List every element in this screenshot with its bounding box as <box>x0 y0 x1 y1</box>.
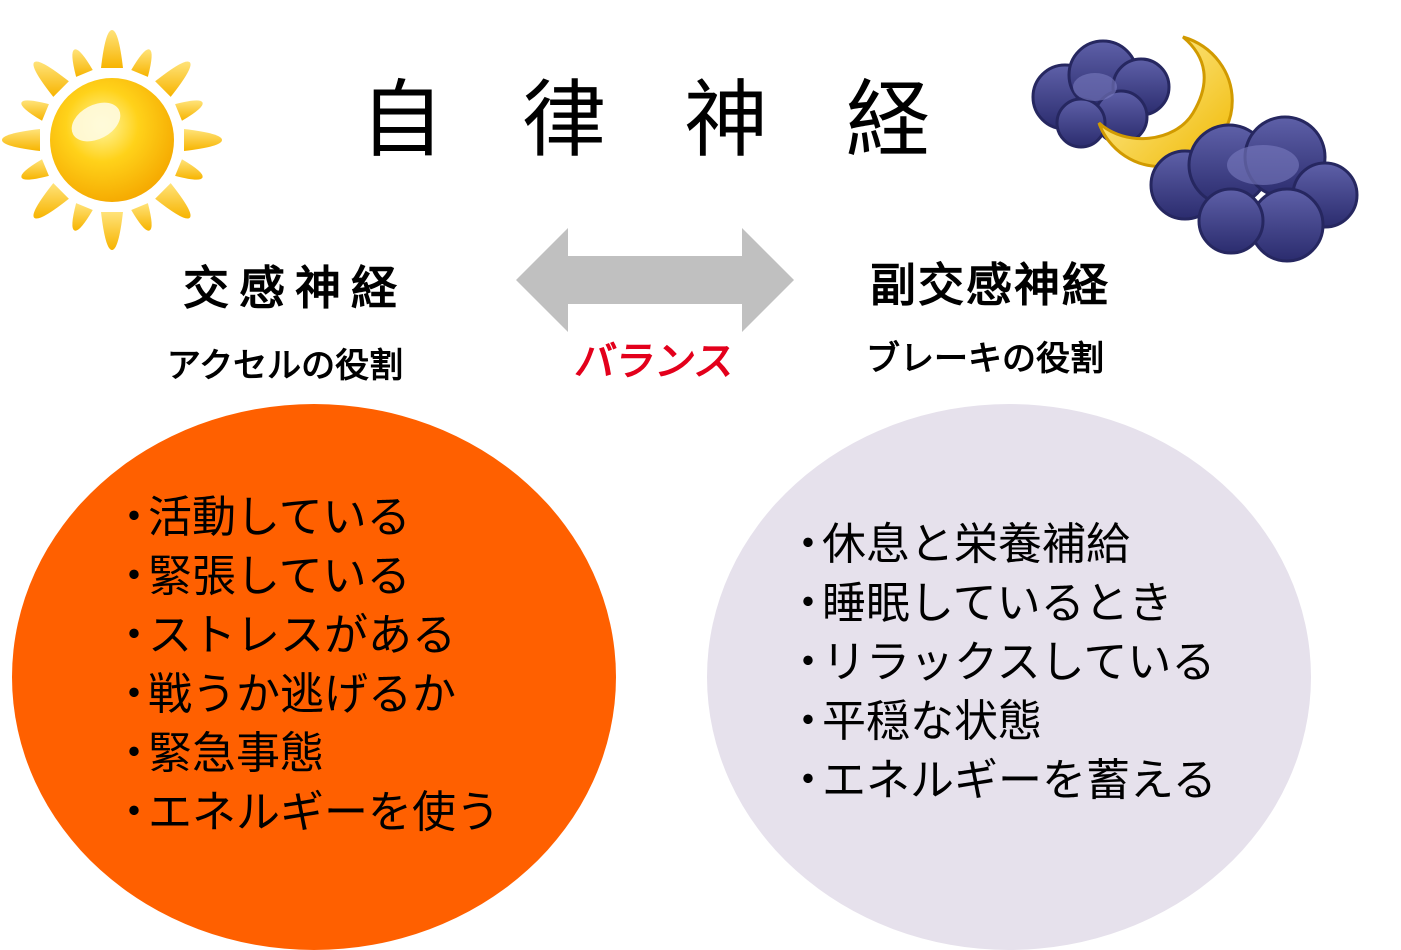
list-item: 休息と栄養補給 <box>786 515 1217 574</box>
sun-ray <box>21 100 49 121</box>
sun-ray <box>33 183 69 219</box>
parasympathetic-list: 休息と栄養補給 睡眠しているとき リラックスしている 平穏な状態 エネルギーを蓄… <box>786 515 1217 810</box>
list-item: 緊張している <box>112 547 500 606</box>
list-item: 緊急事態 <box>112 724 500 783</box>
sun-ray <box>175 100 203 121</box>
sympathetic-subtitle: アクセルの役割 <box>166 346 404 386</box>
list-item: 活動している <box>112 488 500 547</box>
sun-ray <box>72 49 93 77</box>
list-item: 平穏な状態 <box>786 692 1217 751</box>
balance-label: バランス <box>572 339 738 385</box>
sun-ray <box>155 183 191 219</box>
sun-ray <box>184 129 222 151</box>
list-item: リラックスしている <box>786 633 1217 692</box>
parasympathetic-title: 副交感神経 <box>870 258 1110 312</box>
moon-cloud-icon <box>1031 35 1359 263</box>
sun-ray <box>101 30 123 68</box>
list-item: エネルギーを使う <box>112 783 500 842</box>
sun-ray <box>21 159 49 180</box>
sun-icon <box>2 30 222 250</box>
list-item: ストレスがある <box>112 606 500 665</box>
sun-ray <box>2 129 40 151</box>
sun-ray <box>72 203 93 231</box>
sun-ray <box>131 49 152 77</box>
sympathetic-title: 交感神経 <box>183 261 407 315</box>
parasympathetic-subtitle: ブレーキの役割 <box>866 339 1104 379</box>
list-item: 戦うか逃げるか <box>112 665 500 724</box>
double-arrow-icon <box>516 228 794 332</box>
sun-ray <box>131 203 152 231</box>
list-item: エネルギーを蓄える <box>786 751 1217 810</box>
sun-ray <box>175 159 203 180</box>
sun-ray <box>101 212 123 250</box>
sun-ray <box>155 61 191 97</box>
sympathetic-list: 活動している 緊張している ストレスがある 戦うか逃げるか 緊急事態 エネルギー… <box>112 488 500 842</box>
sun-ray <box>33 61 69 97</box>
list-item: 睡眠しているとき <box>786 574 1217 633</box>
page-title: 自律神経 <box>360 71 1009 169</box>
